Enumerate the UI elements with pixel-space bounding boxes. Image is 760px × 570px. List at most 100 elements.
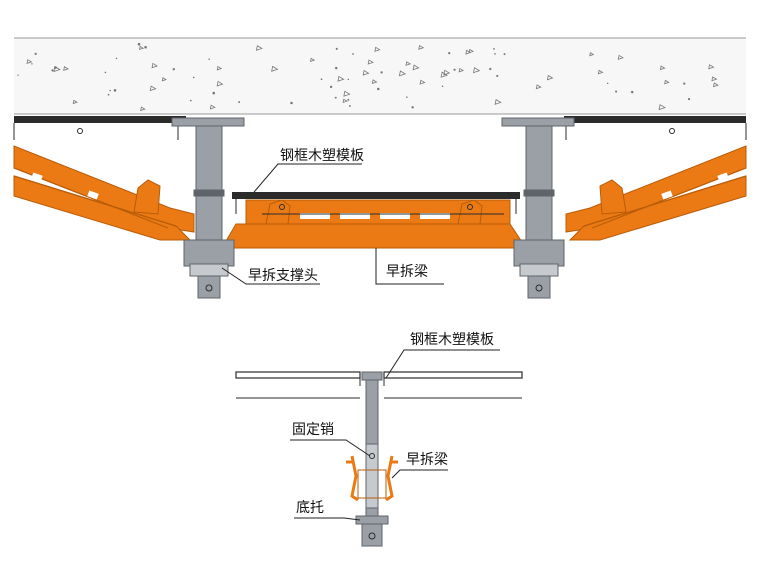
aggregate-stone (343, 90, 351, 97)
aggregate-dot (406, 96, 408, 98)
bottom-beam-brackets (346, 455, 398, 502)
bottom-view: 钢框木塑模板 固定销 早拆梁 底托 (235, 332, 523, 547)
aggregate-stone (255, 45, 263, 51)
aggregate-stone (362, 69, 370, 76)
aggregate-stone (398, 70, 407, 77)
center-early-removal-beam (221, 199, 527, 249)
bottom-pin-label: 固定销 (292, 422, 334, 438)
aggregate-stone (63, 66, 69, 71)
aggregate-stone (216, 65, 223, 71)
aggregate-stone (589, 52, 595, 57)
aggregate-stone (209, 104, 216, 110)
aggregate-dot (630, 90, 634, 94)
aggregate-dot (411, 106, 414, 109)
aggregate-stone (53, 65, 61, 73)
aggregate-dot (615, 90, 618, 93)
aggregate-stone (465, 49, 472, 55)
aggregate-dot (290, 101, 293, 105)
aggregate-stone (708, 64, 715, 70)
aggregate-dot (334, 66, 338, 70)
aggregate-dot (494, 53, 496, 55)
aggregate-dot (192, 76, 195, 79)
top-label-support-head: 早拆支撑头 (221, 267, 320, 285)
right-support-column (501, 117, 575, 299)
aggregate-stone (597, 69, 604, 75)
aggregate-stone (472, 67, 481, 74)
top-view: 钢框木塑模板 早拆支撑头 早拆梁 (13, 37, 747, 299)
bottom-label-pin: 固定销 (290, 422, 371, 457)
left-formwork-panel (13, 116, 186, 140)
aggregate-stone (418, 44, 425, 50)
right-inclined-beam (565, 145, 747, 241)
aggregate-stone (367, 59, 374, 65)
aggregate-stone (617, 54, 624, 60)
aggregate-stone (546, 74, 554, 81)
bottom-label-beam: 早拆梁 (391, 452, 448, 479)
aggregate-dot (34, 52, 37, 56)
aggregate-stone (535, 84, 542, 90)
aggregate-dot (109, 89, 111, 92)
bottom-formwork-label: 钢框木塑模板 (410, 332, 494, 348)
aggregate-dot (347, 78, 350, 81)
aggregate-dot (113, 89, 117, 92)
aggregate-stone (149, 85, 157, 92)
aggregate-dot (347, 98, 350, 101)
aggregate-dot (31, 63, 33, 65)
aggregate-stone (712, 82, 719, 88)
aggregate-dot (208, 58, 210, 60)
top-beam-label: 早拆梁 (386, 264, 428, 280)
aggregate-dot (334, 96, 337, 99)
aggregate-dot (238, 101, 241, 104)
aggregate-dot (496, 74, 499, 78)
aggregate-stone (140, 106, 146, 112)
aggregate-dot (115, 57, 118, 60)
aggregate-stone (216, 80, 224, 87)
aggregate-dot (17, 74, 19, 76)
aggregate-dot (172, 68, 175, 71)
aggregate-dot (683, 82, 686, 85)
aggregate-stone (458, 67, 464, 73)
aggregate-stone (711, 76, 718, 82)
aggregate-dot (104, 71, 107, 74)
aggregate-stone (138, 45, 145, 51)
aggregate-stone (151, 62, 159, 69)
aggregate-dot (137, 42, 141, 46)
bottom-base-label: 底托 (296, 500, 324, 516)
aggregate-dot (448, 52, 451, 55)
aggregate-dot (493, 48, 495, 50)
aggregate-dot (377, 87, 380, 91)
aggregate-stone (374, 46, 381, 52)
left-support-column (171, 117, 245, 299)
concrete-aggregate (17, 42, 719, 112)
bottom-label-base: 底托 (294, 500, 361, 521)
aggregate-stone (405, 61, 412, 66)
aggregate-stone (371, 79, 378, 84)
aggregate-stone (440, 71, 449, 78)
aggregate-dot (144, 45, 147, 49)
aggregate-dot (189, 99, 192, 102)
bottom-left-panel (235, 371, 361, 399)
aggregate-stone (419, 79, 426, 85)
bottom-support-post (355, 371, 389, 547)
aggregate-stone (310, 57, 316, 62)
aggregate-dot (329, 85, 333, 89)
aggregate-dot (606, 82, 609, 85)
aggregate-stone (412, 64, 420, 71)
aggregate-dot (489, 67, 492, 71)
aggregate-stone (26, 59, 33, 64)
aggregate-dot (348, 104, 351, 107)
aggregate-stone (658, 104, 666, 111)
top-label-formwork: 钢框木塑模板 (253, 148, 364, 193)
bottom-beam-label: 早拆梁 (406, 452, 448, 468)
aggregate-stone (468, 48, 474, 54)
aggregate-dot (380, 71, 383, 74)
bottom-right-panel (383, 371, 523, 399)
aggregate-dot (320, 78, 323, 81)
aggregate-dot (453, 68, 456, 71)
top-formwork-label: 钢框木塑模板 (280, 148, 364, 164)
top-label-beam: 早拆梁 (375, 248, 444, 285)
aggregate-stone (659, 65, 666, 71)
top-support-head-label: 早拆支撑头 (248, 268, 318, 284)
bottom-label-formwork: 钢框木塑模板 (385, 332, 500, 379)
